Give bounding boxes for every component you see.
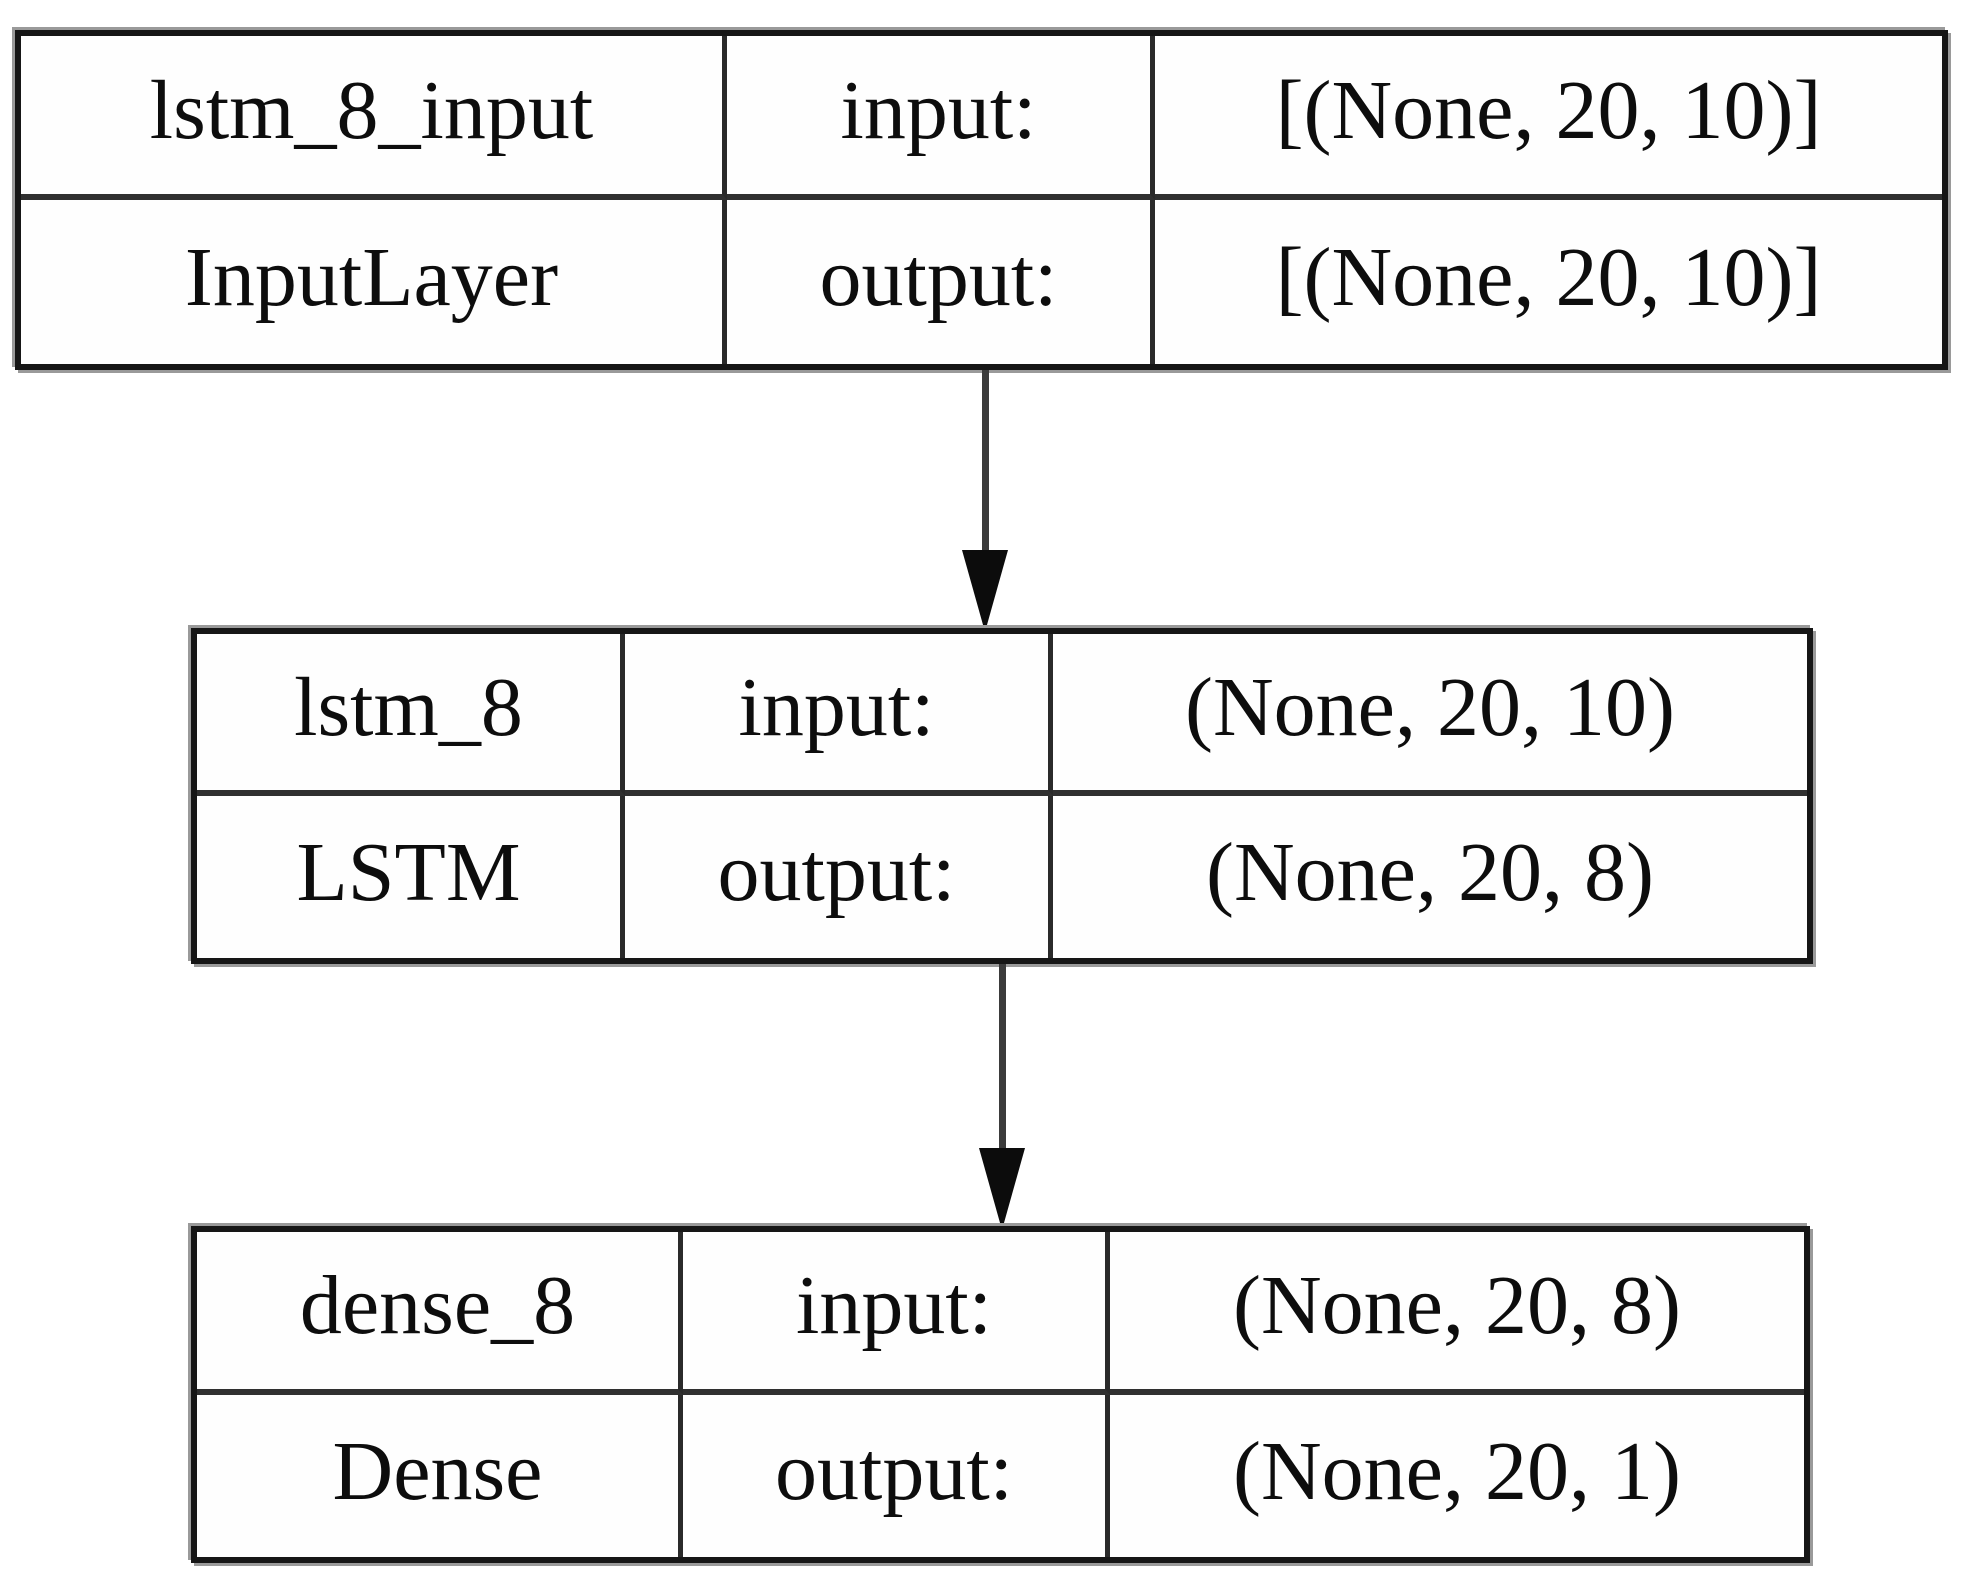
input-shape: (None, 20, 10): [1053, 634, 1807, 796]
output-label: output:: [727, 200, 1155, 364]
arrow-line: [981, 370, 989, 550]
output-label: output:: [625, 796, 1053, 958]
output-shape: [(None, 20, 10)]: [1155, 200, 1942, 364]
input-shape: (None, 20, 8): [1110, 1232, 1804, 1395]
input-shape: [(None, 20, 10)]: [1155, 36, 1942, 200]
layer-name: lstm_8: [197, 634, 625, 796]
layer-type: Dense: [197, 1394, 683, 1557]
input-label: input:: [625, 634, 1053, 796]
layer-node-input: lstm_8_input input: [(None, 20, 10)] Inp…: [15, 30, 1948, 370]
output-label: output:: [683, 1394, 1110, 1557]
output-shape: (None, 20, 1): [1110, 1394, 1804, 1557]
arrow-down-icon: [978, 964, 1026, 1230]
layer-name: lstm_8_input: [21, 36, 727, 200]
arrow-line: [998, 964, 1006, 1148]
layer-type: LSTM: [197, 796, 625, 958]
arrow-head: [979, 1148, 1025, 1230]
output-shape: (None, 20, 8): [1053, 796, 1807, 958]
layer-name: dense_8: [197, 1232, 683, 1395]
input-label: input:: [683, 1232, 1110, 1395]
layer-type: InputLayer: [21, 200, 727, 364]
arrow-down-icon: [961, 370, 1009, 632]
input-label: input:: [727, 36, 1155, 200]
layer-node-lstm: lstm_8 input: (None, 20, 10) LSTM output…: [191, 628, 1813, 964]
layer-node-dense: dense_8 input: (None, 20, 8) Dense outpu…: [191, 1226, 1810, 1563]
arrow-head: [962, 550, 1008, 632]
